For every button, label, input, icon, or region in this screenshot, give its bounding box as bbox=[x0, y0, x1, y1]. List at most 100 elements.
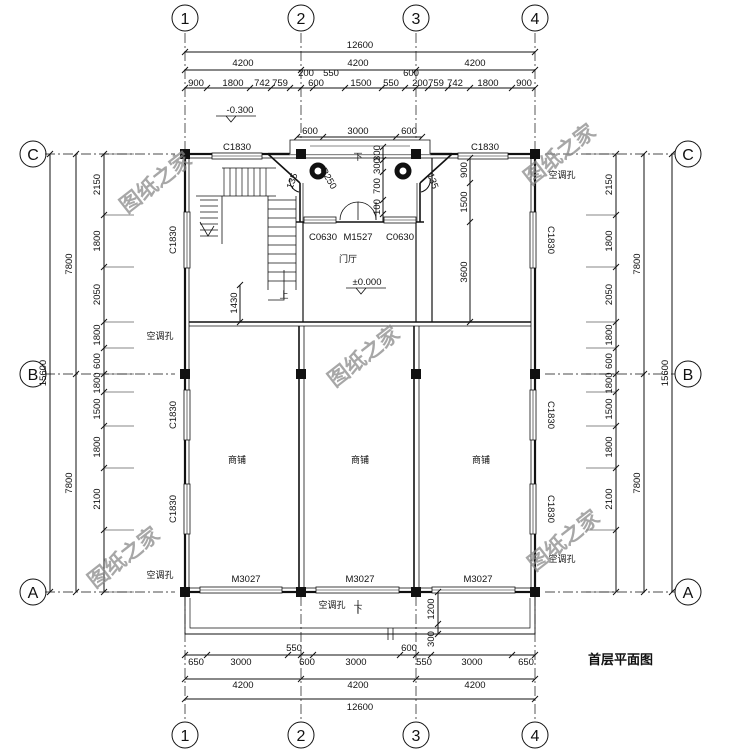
porch-column-inner bbox=[313, 166, 323, 176]
column bbox=[180, 149, 190, 159]
dim-tick bbox=[379, 210, 387, 218]
dim-tick bbox=[531, 48, 539, 56]
dim-top-detail: 759 bbox=[272, 78, 288, 89]
grid-label-bottom: 2 bbox=[297, 728, 306, 745]
dim-top-detail: 742 bbox=[254, 78, 270, 89]
dim-porch-vertical: 300 bbox=[372, 158, 383, 174]
dim-top-bay: 4200 bbox=[232, 58, 253, 69]
dim-tick bbox=[466, 218, 474, 226]
label-col-radius: 135 bbox=[424, 172, 440, 191]
dim-front-depth: 300 bbox=[426, 631, 437, 647]
label-door-shop: M3027 bbox=[463, 574, 492, 585]
grid-bubble-right bbox=[674, 360, 702, 388]
dim-top-detail: 1800 bbox=[222, 78, 243, 89]
dim-tick bbox=[640, 588, 648, 596]
label-ac-hole: 空调孔 bbox=[548, 169, 575, 180]
dim-left-detail: 1800 bbox=[92, 372, 103, 393]
column bbox=[411, 369, 421, 379]
dim-tick bbox=[181, 675, 189, 683]
label-shop: 商铺 bbox=[228, 454, 246, 465]
dim-tick bbox=[297, 66, 305, 74]
label-ac-hole: 空调孔 bbox=[146, 569, 173, 580]
label-window-large: C1830 bbox=[545, 226, 556, 254]
dim-tick bbox=[466, 179, 474, 187]
label-window-large: C1830 bbox=[168, 495, 179, 523]
label-shop: 商铺 bbox=[472, 454, 490, 465]
column bbox=[296, 587, 306, 597]
column bbox=[530, 369, 540, 379]
dim-left-detail: 2100 bbox=[92, 488, 103, 509]
dim-tick bbox=[434, 630, 442, 638]
apron-inner bbox=[189, 598, 531, 629]
dim-top-detail: 200 bbox=[298, 68, 314, 79]
stair-break bbox=[199, 221, 215, 237]
dim-bottom-bay: 4200 bbox=[347, 680, 368, 691]
dim-tick bbox=[444, 84, 452, 92]
grid-bubble-top bbox=[287, 4, 315, 32]
drawing-title: 首层平面图 bbox=[588, 652, 653, 668]
dim-tick bbox=[531, 695, 539, 703]
column bbox=[296, 369, 306, 379]
label-window-large: C1830 bbox=[223, 142, 251, 153]
dim-left-detail: 2050 bbox=[92, 284, 103, 305]
dim-bottom-detail: 550 bbox=[286, 643, 302, 654]
grid-label-top: 1 bbox=[181, 11, 190, 28]
label-window-small: C0630 bbox=[309, 232, 337, 243]
dim-tick bbox=[466, 154, 474, 162]
dim-bottom-bay: 4200 bbox=[232, 680, 253, 691]
label-window-large: C1830 bbox=[471, 142, 499, 153]
dim-right-detail: 2100 bbox=[604, 488, 615, 509]
dim-tick bbox=[286, 84, 294, 92]
grid-bubble-top bbox=[402, 4, 430, 32]
dim-top-detail: 742 bbox=[447, 78, 463, 89]
dim-hall-depth: 1500 bbox=[459, 191, 470, 212]
dim-right-detail: 2150 bbox=[604, 174, 615, 195]
dim-tick bbox=[412, 651, 420, 659]
dim-tick bbox=[466, 84, 474, 92]
dim-porch: 3000 bbox=[347, 126, 368, 137]
grid-label-left: C bbox=[27, 147, 39, 164]
dim-hall-depth: 900 bbox=[459, 162, 470, 178]
dim-right-detail: 1800 bbox=[604, 230, 615, 251]
dim-bottom-detail: 600 bbox=[401, 643, 417, 654]
label-hall: 门厅 bbox=[339, 253, 357, 264]
watermark: 图纸之家 bbox=[83, 522, 165, 593]
dim-bottom-detail: 3000 bbox=[345, 657, 366, 668]
dim-right-detail: 1800 bbox=[604, 436, 615, 457]
dim-top-detail: 550 bbox=[323, 68, 339, 79]
dim-tick bbox=[396, 651, 404, 659]
dim-tick bbox=[297, 651, 305, 659]
dim-left-half: 7800 bbox=[64, 472, 75, 493]
dim-right-detail: 2050 bbox=[604, 284, 615, 305]
dim-porch: 600 bbox=[302, 126, 318, 137]
porch-column-inner bbox=[398, 166, 408, 176]
dim-tick bbox=[434, 588, 442, 596]
dim-top-detail: 1800 bbox=[477, 78, 498, 89]
column bbox=[530, 149, 540, 159]
dim-bottom-detail: 3000 bbox=[461, 657, 482, 668]
dim-tick bbox=[434, 620, 442, 628]
grid-label-left: A bbox=[28, 585, 39, 602]
dim-tick bbox=[412, 84, 420, 92]
dim-top-total: 12600 bbox=[347, 40, 373, 51]
grid-bubble-left bbox=[19, 360, 47, 388]
dim-tick bbox=[203, 84, 211, 92]
dim-top-detail: 759 bbox=[428, 78, 444, 89]
dim-tick bbox=[418, 133, 426, 141]
dim-tick bbox=[246, 84, 254, 92]
dim-tick bbox=[181, 66, 189, 74]
grid-bubble-bottom bbox=[171, 721, 199, 749]
dim-tick bbox=[181, 48, 189, 56]
grid-label-bottom: 3 bbox=[412, 728, 421, 745]
dim-top-detail: 900 bbox=[516, 78, 532, 89]
label-down: 下 bbox=[353, 604, 362, 614]
label-down: 下 bbox=[353, 152, 362, 162]
dim-porch-vertical: 700 bbox=[372, 178, 383, 194]
dim-bottom-detail: 550 bbox=[416, 657, 432, 668]
label-ac-hole: 空调孔 bbox=[318, 599, 345, 610]
grid-label-right: B bbox=[683, 367, 694, 384]
dim-tick bbox=[72, 370, 80, 378]
dim-tick bbox=[668, 150, 676, 158]
column bbox=[411, 587, 421, 597]
grid-label-left: B bbox=[28, 367, 39, 384]
